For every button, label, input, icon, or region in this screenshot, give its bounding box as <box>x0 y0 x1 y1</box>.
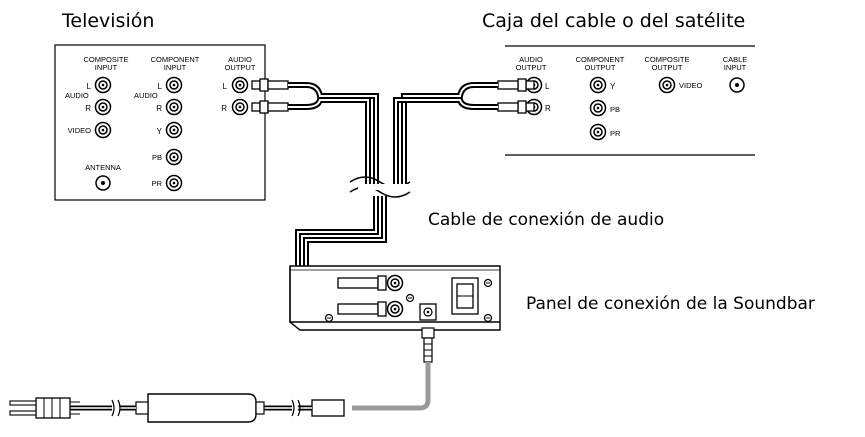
box-panel: AUDIO OUTPUT COMPONENT OUTPUT COMPOSITE … <box>505 45 755 156</box>
tv-composite-video-jack <box>94 121 112 139</box>
box-rca-plug-r <box>497 100 535 114</box>
box-component-pr-label: PR <box>610 129 621 138</box>
tv-component-y-jack <box>165 121 183 139</box>
box-component-output-label-1: COMPONENT <box>576 55 625 64</box>
screw-4 <box>483 313 493 323</box>
tv-component-pr-label: PR <box>152 179 163 188</box>
tv-component-l-jack <box>165 76 183 94</box>
box-cable-input-label-1: CABLE <box>723 55 748 64</box>
tv-component-y-label: Y <box>157 127 163 136</box>
screw-1 <box>324 313 334 323</box>
tv-component-pb-jack <box>165 148 183 166</box>
tv-component-l-label: L <box>158 82 163 91</box>
soundbar-label: Panel de conexión de la Soundbar <box>526 294 815 314</box>
box-component-pb-label: PB <box>610 105 620 114</box>
tv-audio-output-label-1: AUDIO <box>228 55 252 64</box>
tv-composite-l-label: L <box>87 82 92 91</box>
tv-component-r-label: R <box>156 104 162 113</box>
soundbar-jack-top <box>386 274 404 292</box>
box-composite-output-label-2: OUTPUT <box>652 63 683 72</box>
tv-composite-video-label: VIDEO <box>68 126 92 135</box>
tv-composite-label-1: COMPOSITE <box>83 55 128 64</box>
box-composite-video-label: VIDEO <box>679 81 703 90</box>
dc-power-jack <box>419 303 437 321</box>
screw-3 <box>483 278 493 288</box>
box-component-y-jack <box>589 76 607 94</box>
tv-audio-output-label-2: OUTPUT <box>225 63 256 72</box>
box-audio-output-label-1: AUDIO <box>519 55 543 64</box>
box-cable-input-label-2: INPUT <box>724 63 747 72</box>
box-composite-video-jack <box>658 76 676 94</box>
tv-composite-r-jack <box>94 98 112 116</box>
tv-audio-l-jack <box>231 76 249 94</box>
tv-rca-plug-r <box>251 100 289 114</box>
box-component-pr-jack <box>589 123 607 141</box>
soundbar-jack-bottom <box>386 300 404 318</box>
tv-antenna-label: ANTENNA <box>85 163 121 172</box>
tv-audio-l-label: L <box>223 82 228 91</box>
tv-component-pb-label: PB <box>152 153 162 162</box>
cable-label: Cable de conexión de audio <box>428 210 664 230</box>
power-cable <box>9 327 435 423</box>
tv-antenna-jack <box>95 175 111 191</box>
soundbar-rca-plug-top <box>337 275 387 291</box>
box-component-output-label-2: OUTPUT <box>585 63 616 72</box>
tv-component-audio-label: AUDIO <box>134 91 158 100</box>
tv-component-label-1: COMPONENT <box>151 55 200 64</box>
box-component-pb-jack <box>589 99 607 117</box>
tv-component-pr-jack <box>165 174 183 192</box>
box-audio-output-label-2: OUTPUT <box>516 63 547 72</box>
box-cable-input-jack <box>729 77 745 93</box>
power-switch <box>451 277 479 315</box>
soundbar-panel <box>289 265 501 331</box>
tv-composite-audio-label: AUDIO <box>65 91 89 100</box>
box-audio-l-label: L <box>545 82 550 91</box>
tv-audio-r-jack <box>231 98 249 116</box>
box-rca-plug-l <box>497 78 535 92</box>
box-composite-output-label-1: COMPOSITE <box>644 55 689 64</box>
soundbar-rca-plug-bottom <box>337 301 387 317</box>
tv-title: Televisión <box>61 10 154 32</box>
tv-composite-label-2: INPUT <box>95 63 118 72</box>
tv-rca-plug-l <box>251 78 289 92</box>
tv-panel: COMPOSITE INPUT COMPONENT INPUT AUDIO OU… <box>54 44 266 201</box>
tv-composite-l-jack <box>94 76 112 94</box>
box-audio-r-label: R <box>545 104 551 113</box>
box-component-y-label: Y <box>610 82 616 91</box>
tv-component-label-2: INPUT <box>164 63 187 72</box>
tv-component-r-jack <box>165 98 183 116</box>
box-title: Caja del cable o del satélite <box>482 10 745 32</box>
tv-audio-r-label: R <box>221 104 227 113</box>
tv-composite-r-label: R <box>85 104 91 113</box>
screw-2 <box>405 293 415 303</box>
